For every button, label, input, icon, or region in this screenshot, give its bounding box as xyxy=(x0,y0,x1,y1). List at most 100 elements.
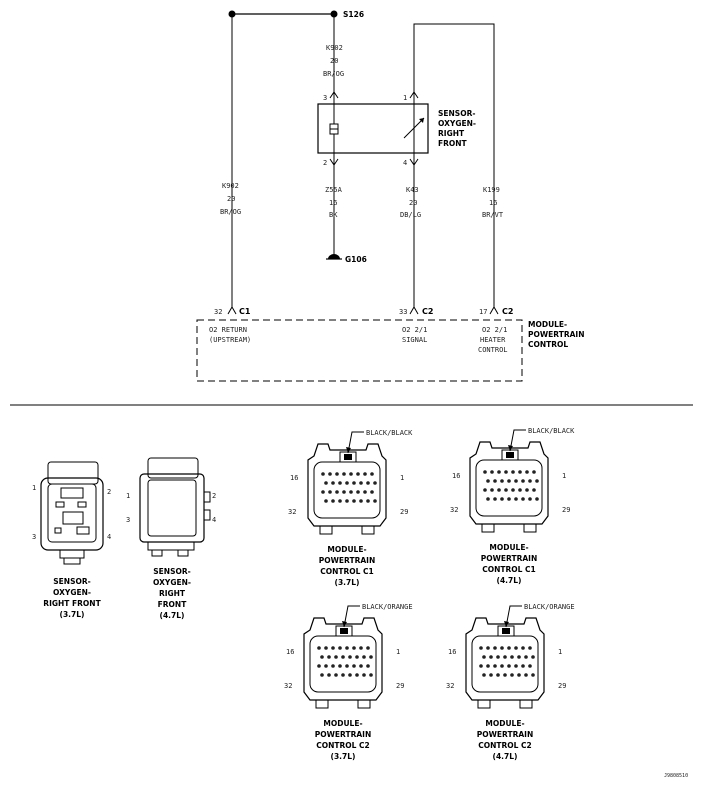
connector-pin-number: 32 xyxy=(446,682,454,690)
connector-pin xyxy=(493,479,497,483)
svg-text:4: 4 xyxy=(107,533,111,541)
svg-text:C2: C2 xyxy=(502,307,513,316)
connector-pin xyxy=(493,646,497,650)
connector-pin xyxy=(511,488,515,492)
connector-pin xyxy=(500,664,504,668)
sensor-pin-4: 4 xyxy=(403,159,407,167)
connector-pin xyxy=(531,655,535,659)
svg-text:SENSOR-: SENSOR- xyxy=(438,109,475,118)
connector-pin xyxy=(341,673,345,677)
connector-pin xyxy=(373,499,377,503)
connector-title-line: CONTROL C1 xyxy=(320,567,374,576)
connector-pin xyxy=(335,490,339,494)
connector-pin xyxy=(345,646,349,650)
svg-text:SENSOR-: SENSOR- xyxy=(53,577,90,586)
connector-pin xyxy=(521,497,525,501)
connector-pin xyxy=(324,481,328,485)
connector-pin xyxy=(524,655,528,659)
connector-pin xyxy=(489,655,493,659)
connector-title-line: MODULE- xyxy=(489,543,528,552)
connector-pin xyxy=(345,481,349,485)
connector-pin xyxy=(535,497,539,501)
connector-title-line: CONTROL C2 xyxy=(478,741,532,750)
connector-pin xyxy=(352,646,356,650)
svg-text:2: 2 xyxy=(212,492,216,500)
connector-pin xyxy=(335,472,339,476)
connector-pin xyxy=(356,490,360,494)
connector-pin xyxy=(521,646,525,650)
svg-text:SIGNAL: SIGNAL xyxy=(402,336,427,344)
connector-pin xyxy=(511,470,515,474)
connector-pin xyxy=(348,655,352,659)
wire-k199-circuit: K199 xyxy=(483,186,500,194)
connector-pin xyxy=(479,664,483,668)
connector-pin xyxy=(500,497,504,501)
connector-title-line: POWERTRAIN xyxy=(315,730,371,739)
connector-pin xyxy=(482,673,486,677)
connector-pin-number: 29 xyxy=(562,506,570,514)
connector-pin xyxy=(514,497,518,501)
connector-pin xyxy=(317,646,321,650)
connector-pin xyxy=(327,673,331,677)
wire-z55a-circuit: Z55A xyxy=(325,186,343,194)
sensor-connector-4-7l: 1 2 3 4 SENSOR- OXYGEN- RIGHT FRONT (4.7… xyxy=(126,457,216,620)
connector-pin xyxy=(355,655,359,659)
connector-color-label: BLACK/BLACK xyxy=(528,427,575,435)
connector-title-line: CONTROL C2 xyxy=(316,741,370,750)
connector-pin xyxy=(328,472,332,476)
svg-text:OXYGEN-: OXYGEN- xyxy=(438,119,476,128)
wire-z55a-gauge: 16 xyxy=(329,199,337,207)
connector-pin xyxy=(479,646,483,650)
connector-pin xyxy=(362,673,366,677)
connector-pin xyxy=(521,664,525,668)
wire-k43-gauge: 20 xyxy=(409,199,417,207)
connector-pin-number: 32 xyxy=(284,682,292,690)
svg-text:O2 2/1: O2 2/1 xyxy=(402,326,427,334)
connector-pin xyxy=(517,655,521,659)
connector-pin xyxy=(514,479,518,483)
svg-text:4: 4 xyxy=(212,516,216,524)
splice-s126: S126 xyxy=(228,10,364,19)
connector-pin xyxy=(366,499,370,503)
connector-pin xyxy=(369,673,373,677)
wire-k902-top-color: BR/OG xyxy=(323,70,344,78)
connector-pin xyxy=(525,488,529,492)
svg-text:32: 32 xyxy=(214,308,222,316)
connector-title-line: (4.7L) xyxy=(497,576,522,585)
connector-pin xyxy=(324,664,328,668)
connector-pin xyxy=(320,673,324,677)
svg-text:RIGHT FRONT: RIGHT FRONT xyxy=(43,599,101,608)
svg-text:3: 3 xyxy=(32,533,36,541)
connector-pin-number: 1 xyxy=(396,648,400,656)
connector-pin xyxy=(342,472,346,476)
wire-k902-left-gauge: 20 xyxy=(227,195,235,203)
connector-pin xyxy=(334,673,338,677)
connector-pin-number: 16 xyxy=(448,648,456,656)
sensor-label: SENSOR- OXYGEN- RIGHT FRONT xyxy=(438,109,476,148)
connector-color-label: BLACK/ORANGE xyxy=(362,603,413,611)
connector-pin xyxy=(317,664,321,668)
connector-pin-number: 16 xyxy=(290,474,298,482)
svg-text:C2: C2 xyxy=(422,307,433,316)
connector-pin xyxy=(493,497,497,501)
connector-pin xyxy=(366,481,370,485)
wire-k902-top-circuit: K902 xyxy=(326,44,343,52)
connector-pin xyxy=(331,499,335,503)
connector-pin-number: 32 xyxy=(450,506,458,514)
connector-pin xyxy=(528,646,532,650)
svg-text:CONTROL: CONTROL xyxy=(478,346,508,354)
connector-pin xyxy=(528,664,532,668)
connector-pin xyxy=(359,646,363,650)
wire-k199-color: BR/VT xyxy=(482,211,504,219)
pcm-box xyxy=(196,319,523,382)
sensor-pin-2: 2 xyxy=(323,159,327,167)
connector-pin xyxy=(334,655,338,659)
connector-pin xyxy=(338,664,342,668)
svg-text:3: 3 xyxy=(126,516,130,524)
sensor-pin-3: 3 xyxy=(323,94,327,102)
connector-pin xyxy=(373,481,377,485)
wire-k199-gauge: 16 xyxy=(489,199,497,207)
connector-pin xyxy=(493,664,497,668)
